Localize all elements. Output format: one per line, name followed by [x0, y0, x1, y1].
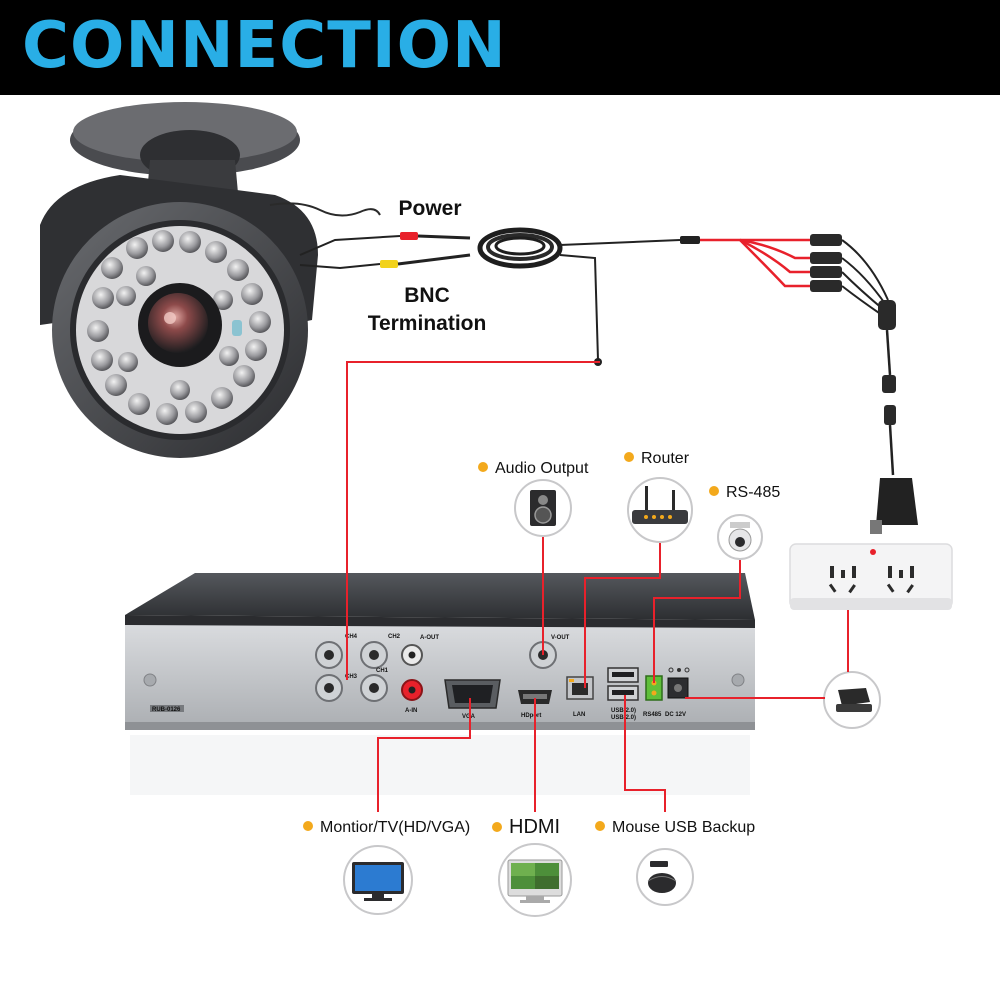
- dvr-recorder: RUB-0126 CH4 CH2 CH3 CH1: [125, 573, 755, 795]
- camera-image: [40, 102, 381, 458]
- usb-ports[interactable]: [607, 667, 639, 701]
- port-label-dc12v: DC 12V: [665, 712, 686, 718]
- bullet-icon: [492, 822, 502, 832]
- outlet-socket-right: [886, 566, 914, 594]
- rs485-port[interactable]: [645, 675, 663, 701]
- monitor-line: [377, 698, 471, 812]
- router-label: Router: [624, 449, 689, 469]
- audio-output-label: Audio Output: [478, 459, 588, 479]
- bnc-label-line2: Termination: [367, 312, 487, 335]
- audio-out-port[interactable]: [401, 644, 423, 666]
- audio-output-text: Audio Output: [495, 460, 589, 477]
- rs485-label: RS-485: [709, 483, 780, 503]
- port-label-rs485: RS485: [643, 712, 662, 718]
- vga-port[interactable]: [444, 679, 501, 709]
- hdmi-display-icon: [498, 843, 572, 917]
- dc-power-port[interactable]: [667, 667, 690, 699]
- header-bar: CONNECTION: [0, 0, 1000, 95]
- audio-in-port[interactable]: [401, 679, 423, 701]
- power-splitter: [700, 234, 918, 534]
- power-adapter: [823, 671, 881, 729]
- hdmi-port[interactable]: [518, 690, 552, 704]
- hdmi-text: HDMI: [509, 816, 561, 838]
- port-label-ch3: CH3: [345, 674, 358, 680]
- mouse-usb-text: Mouse USB Backup: [612, 819, 756, 836]
- bnc-label-line1: BNC: [404, 284, 450, 307]
- rs485-line: [653, 560, 741, 683]
- hdmi-label: HDMI: [492, 815, 560, 839]
- router-line: [584, 540, 661, 688]
- bnc-video-line: [346, 361, 600, 680]
- port-label-a-out: A-OUT: [420, 635, 439, 641]
- lan-port[interactable]: [566, 676, 594, 700]
- monitor-icon: [343, 845, 413, 915]
- port-label-v-out: V-OUT: [551, 635, 570, 641]
- bnc-port-ch3[interactable]: [315, 674, 343, 702]
- bnc-port-ch2[interactable]: [360, 641, 388, 669]
- bullet-icon: [709, 486, 719, 496]
- bullet-icon: [595, 821, 605, 831]
- power-label: Power: [398, 197, 462, 220]
- port-label-ch2: CH2: [388, 634, 401, 640]
- port-label-hdmi: HDport: [521, 713, 541, 719]
- port-label-ch1: CH1: [376, 668, 389, 674]
- speaker-icon: [514, 479, 572, 537]
- router-text: Router: [641, 450, 690, 467]
- bnc-port-ch4[interactable]: [315, 641, 343, 669]
- outlet-socket-left: [828, 566, 856, 594]
- mouse-usb-label: Mouse USB Backup: [595, 818, 755, 838]
- connection-lines: [346, 361, 849, 812]
- page-title: CONNECTION: [22, 9, 507, 83]
- bullet-icon: [303, 821, 313, 831]
- lens-icon: [148, 293, 208, 353]
- port-label-a-in: A-IN: [405, 708, 417, 714]
- port-label-vga: VGA: [462, 714, 476, 720]
- ir-led-ring: [87, 230, 271, 425]
- bnc-port-ch1[interactable]: [360, 674, 388, 702]
- power-strip: [789, 543, 953, 610]
- mouse-usb-icon: [636, 848, 694, 906]
- bullet-icon: [624, 452, 634, 462]
- monitor-text: Montior/TV(HD/VGA): [320, 819, 471, 836]
- model-label: RUB-0126: [152, 707, 181, 713]
- router-icon: [627, 477, 693, 543]
- port-label-usb-bottom: USB(2.0): [611, 715, 636, 721]
- ptz-camera-icon: [717, 514, 763, 560]
- bullet-icon: [478, 462, 488, 472]
- port-label-lan: LAN: [573, 712, 585, 718]
- rs485-text: RS-485: [726, 484, 781, 501]
- power-cable: [299, 227, 700, 366]
- port-label-usb-top: USB(2.0): [611, 708, 636, 714]
- port-label-ch4: CH4: [345, 634, 358, 640]
- usb-line: [624, 695, 666, 812]
- monitor-label: Montior/TV(HD/VGA): [303, 818, 470, 838]
